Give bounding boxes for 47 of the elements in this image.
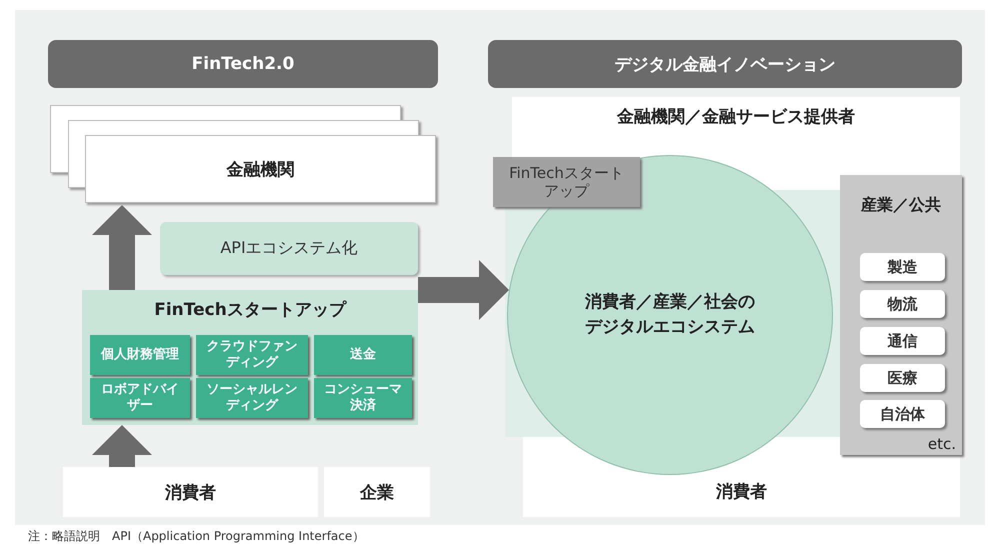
industry-box (860, 327, 945, 355)
node-label: クラウドファンディング (206, 338, 298, 372)
node-label: APIエコシステム化 (220, 238, 358, 259)
block-arrow (92, 205, 152, 290)
node-label: FinTech2.0 (192, 54, 294, 74)
node-label: FinTechスタートアップ (154, 299, 346, 321)
node-label: 個人財務管理 (101, 346, 179, 364)
service-box (314, 335, 412, 375)
header-band (488, 40, 962, 88)
header-band (48, 40, 438, 88)
node-label: ロボアドバイザー (100, 382, 180, 414)
group-box (82, 290, 418, 425)
node-label: コンシューマ決済 (323, 382, 403, 414)
node-label: 医療 (888, 368, 918, 388)
service-box (90, 378, 190, 418)
industry-box (860, 400, 945, 428)
industry-box (860, 364, 945, 392)
node-label: 金融機関 (226, 158, 294, 180)
etc-note: etc. (926, 435, 956, 453)
node-label: 物流 (888, 294, 918, 314)
node-label: 通信 (888, 332, 918, 350)
entity-box (63, 467, 318, 517)
service-box (196, 378, 308, 418)
industry-box (860, 253, 945, 281)
service-box (90, 335, 190, 375)
node-label: 消費者 (716, 481, 767, 503)
label-box (493, 157, 640, 207)
block-arrow (92, 425, 152, 467)
node-label: 消費者 (165, 482, 216, 504)
node-label: FinTechスタートアップ (508, 164, 625, 200)
node-label: ソーシャルレンディング (206, 382, 298, 414)
node-label: 金融機関／金融サービス提供者 (617, 106, 855, 128)
process-box (160, 222, 418, 275)
group-panel (840, 175, 962, 455)
node-label: 製造 (888, 258, 918, 276)
node-label: デジタル金融イノベーション (614, 54, 836, 76)
block-arrow (418, 260, 509, 320)
service-box (314, 378, 412, 418)
panel-title: 産業／公共 (860, 195, 942, 216)
footnote: 注：略語説明 API（Application Programming Interface） (28, 528, 364, 545)
node-label: 送金 (350, 346, 376, 364)
service-box (196, 335, 308, 375)
node-label: 自治体 (880, 404, 925, 424)
node-label: 企業 (360, 482, 394, 504)
stacked-box (50, 105, 438, 205)
industry-box (860, 290, 945, 318)
node-label: 消費者／産業／社会のデジタルエコシステム (584, 290, 756, 339)
